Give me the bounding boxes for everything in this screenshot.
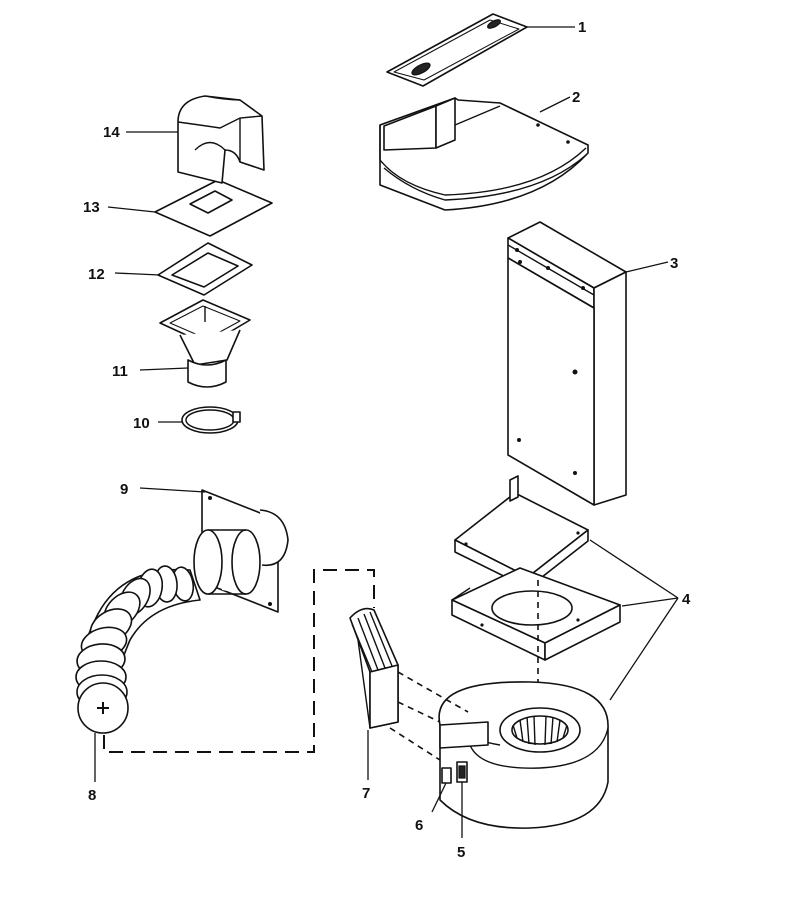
part-3-duct-housing	[507, 221, 627, 506]
part-2-hood-cover	[379, 97, 589, 211]
callout-5: 5	[457, 844, 465, 861]
callout-2: 2	[572, 89, 580, 106]
blower-wheel-vanes	[512, 715, 568, 746]
callout-6: 6	[415, 817, 423, 834]
part-1-filter-plate	[386, 13, 528, 87]
part-13-flange-plate	[154, 179, 273, 237]
leader-13	[107, 206, 156, 213]
callout-4: 4	[682, 591, 691, 608]
callout-14: 14	[103, 124, 120, 141]
callout-3: 3	[670, 255, 678, 272]
leader-4a	[589, 539, 679, 599]
callout-10: 10	[133, 415, 150, 432]
part-10-clamp	[181, 406, 241, 434]
part-12-gasket-frame	[157, 242, 253, 296]
part-11-adapter	[159, 299, 251, 388]
leader-4b	[621, 597, 679, 607]
part-6-capacitor	[441, 767, 452, 784]
leader-12	[114, 272, 161, 276]
callout-11: 11	[112, 363, 128, 380]
assembly-line-7c	[389, 727, 441, 761]
blower-assembly	[438, 681, 609, 829]
leader-9	[139, 487, 206, 493]
part-7-transition	[349, 607, 399, 729]
leader-11	[139, 367, 189, 371]
part-5-switch	[456, 761, 468, 783]
leader-4c	[609, 597, 679, 701]
part-14-elbow	[177, 95, 265, 184]
callout-8: 8	[88, 787, 96, 804]
leader-3	[625, 261, 669, 273]
part-8-flex-duct	[75, 565, 201, 734]
part-9-wall-plate	[193, 489, 289, 613]
part-4-mounting-brackets	[451, 475, 621, 661]
callout-9: 9	[120, 481, 128, 498]
leader-6	[431, 782, 447, 813]
assembly-line-7b	[397, 701, 441, 723]
callout-1: 1	[578, 19, 586, 36]
assembly-line-7a	[397, 671, 469, 713]
callout-12: 12	[88, 266, 105, 283]
assembly-line-8-to-7	[103, 569, 375, 753]
leader-2	[539, 96, 571, 113]
callout-7: 7	[362, 785, 370, 802]
callout-13: 13	[83, 199, 100, 216]
flex-duct-ribs	[75, 565, 195, 710]
